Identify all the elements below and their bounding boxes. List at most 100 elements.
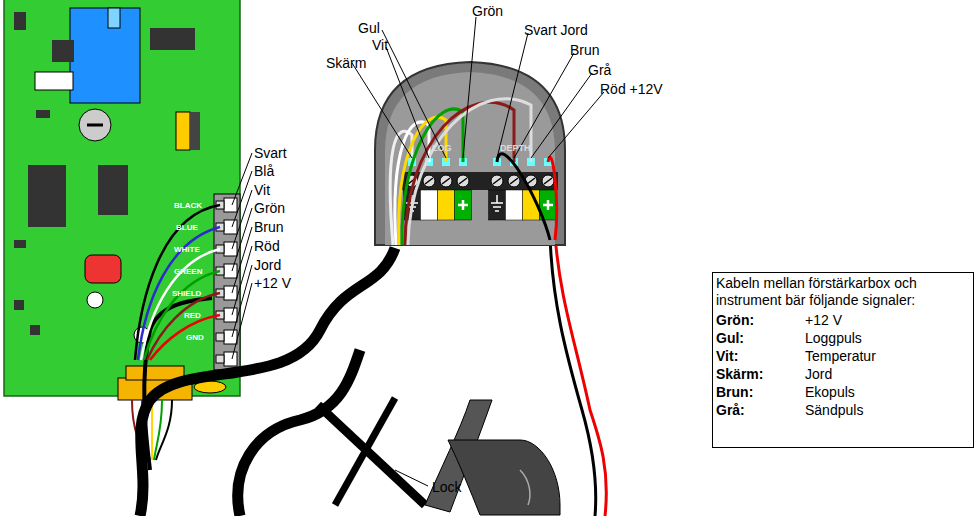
wire-colour: Brun xyxy=(570,42,600,58)
terminal-name: +12 V xyxy=(254,275,291,291)
silkscreen: WHITE xyxy=(174,245,200,255)
capacitor xyxy=(176,112,190,150)
terminal-strip xyxy=(404,158,557,220)
silkscreen: RED xyxy=(184,311,201,321)
cable xyxy=(140,248,395,516)
plus-symbol xyxy=(458,200,468,210)
terminal-colour xyxy=(489,190,506,220)
box-wires xyxy=(390,99,556,245)
leader-line xyxy=(531,73,592,158)
leader-line xyxy=(497,33,528,158)
ic-chip xyxy=(98,165,128,215)
terminal xyxy=(224,352,237,366)
terminal xyxy=(224,242,237,256)
screw xyxy=(508,175,520,187)
screw xyxy=(423,175,435,187)
wire-colour: Vit xyxy=(372,37,388,53)
terminal xyxy=(224,264,237,278)
component xyxy=(190,112,200,150)
terminal-name: Jord xyxy=(254,257,281,273)
component xyxy=(14,12,26,30)
screw-slot xyxy=(459,178,467,184)
table-key: Vit: xyxy=(716,348,738,364)
table-key: Grå: xyxy=(716,402,745,418)
screw-slot xyxy=(527,178,535,184)
transducer xyxy=(448,440,560,515)
table-key: Skärm: xyxy=(716,366,763,382)
wire-colour: Röd xyxy=(254,238,280,254)
leader-line xyxy=(232,283,252,359)
ic-chip xyxy=(52,40,74,62)
leader-line xyxy=(514,53,574,158)
table-value: Jord xyxy=(805,366,832,382)
plus-symbol xyxy=(543,200,553,210)
wire-colour: Brun xyxy=(254,219,284,235)
silkscreen: SHIELD xyxy=(172,289,201,299)
wire-colour: Skärm xyxy=(326,55,366,71)
relay xyxy=(70,8,140,103)
terminal xyxy=(224,198,237,212)
screw xyxy=(542,175,554,187)
leader-line xyxy=(232,265,252,337)
component xyxy=(14,240,26,248)
table-key: Grön: xyxy=(716,312,754,328)
mounting-hole xyxy=(87,292,103,308)
terminal-colour xyxy=(438,190,455,220)
table-key: Gul: xyxy=(716,330,744,346)
power-cable xyxy=(550,235,596,516)
silkscreen: GND xyxy=(186,333,204,343)
leader-line xyxy=(395,470,428,486)
box-marking: LOG xyxy=(432,143,452,154)
component xyxy=(36,110,50,118)
wire-colour: Blå xyxy=(254,163,274,179)
part-name: Lock xyxy=(432,479,462,495)
terminal-colour xyxy=(455,190,472,220)
leader-line xyxy=(382,30,446,158)
potentiometer-slot xyxy=(87,124,103,127)
leader-lines xyxy=(232,17,604,359)
box-marking: DEPTH xyxy=(500,143,531,154)
silkscreen: GREEN xyxy=(174,267,202,277)
screw xyxy=(457,175,469,187)
terminal-screw xyxy=(216,355,224,363)
ic-chip xyxy=(150,28,195,50)
leader-line xyxy=(386,47,429,158)
screw-slot xyxy=(493,178,501,184)
terminal-screw xyxy=(216,333,224,341)
circuit-board xyxy=(4,0,240,396)
screw-slot xyxy=(544,178,552,184)
leader-line xyxy=(352,63,412,158)
leader-line xyxy=(232,246,252,315)
signal-table: Kabeln mellan förstärkarbox och instrume… xyxy=(712,272,974,448)
screw xyxy=(491,175,503,187)
wire-colour: Gul xyxy=(358,20,380,36)
wire-colour: Svart Jord xyxy=(524,22,588,38)
table-key: Brun: xyxy=(716,384,753,400)
ic-chip xyxy=(28,165,66,227)
table-value: Temperatur xyxy=(805,348,876,364)
table-value: +12 V xyxy=(805,312,842,328)
component xyxy=(30,325,40,335)
junction-box xyxy=(375,62,565,245)
screw-slot xyxy=(425,178,433,184)
ground-symbol xyxy=(491,195,503,211)
component xyxy=(85,255,121,283)
leader-line xyxy=(548,92,604,158)
screw xyxy=(440,175,452,187)
wire-colour: Grön xyxy=(254,200,285,216)
terminal xyxy=(224,330,237,344)
table-value: Ekopuls xyxy=(805,384,855,400)
leader-line xyxy=(232,227,252,293)
wire-colour: Grön xyxy=(472,3,503,19)
component xyxy=(14,300,24,310)
leader-line xyxy=(463,17,476,158)
table-heading: Kabeln mellan förstärkarbox och instrume… xyxy=(713,273,924,311)
label-plate xyxy=(35,72,73,90)
screw-slot xyxy=(510,178,518,184)
wire-colour: Röd +12V xyxy=(600,81,663,97)
screw-slot xyxy=(442,178,450,184)
terminal xyxy=(224,220,237,234)
board-wires xyxy=(135,205,220,360)
wire-colour: Vit xyxy=(254,182,270,198)
component xyxy=(108,8,120,28)
